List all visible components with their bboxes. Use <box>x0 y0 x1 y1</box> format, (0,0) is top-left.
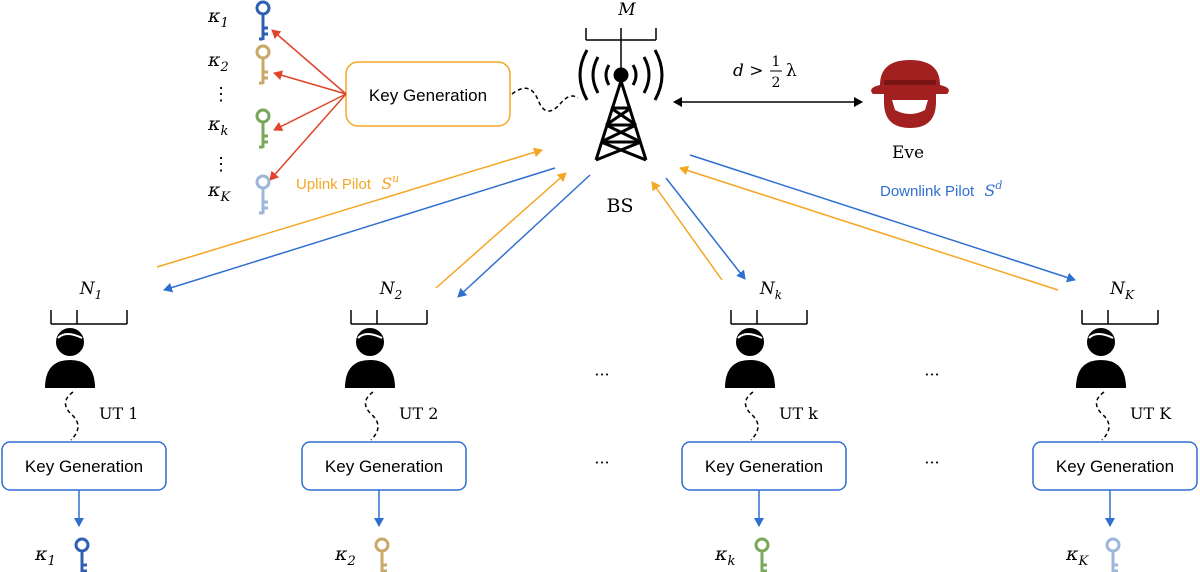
uplink-arrow-ut1 <box>156 147 543 268</box>
ut-key-label: κ1 <box>34 543 56 569</box>
bs-keygen-link <box>511 87 579 112</box>
svg-text:2: 2 <box>772 75 781 91</box>
ut-key-label: κK <box>1065 543 1089 569</box>
svg-text:λ: λ <box>786 61 797 81</box>
bs-keygen-arrows <box>269 29 347 181</box>
ut-4: NK UT K Key Generation κK <box>1032 279 1198 572</box>
ut-dots-2: ··· <box>924 365 939 384</box>
bs-key-generation-box: Key Generation <box>345 61 511 127</box>
ut-1: N1 UT 1 Key Generation κ1 <box>1 279 167 572</box>
ut-antenna-array <box>50 310 128 325</box>
svg-text:d >: d > <box>733 61 764 81</box>
key-icon <box>255 44 271 86</box>
key-icon <box>1105 537 1121 572</box>
bs-key-4: κK <box>207 174 271 216</box>
bs-label: BS <box>607 195 634 217</box>
ut-3: Nk UT k Key Generation κk <box>681 279 847 572</box>
uplink-pilot-label: Uplink Pilot Su <box>296 172 399 193</box>
ut-key-generation-box <box>1 441 167 491</box>
ut-keygen-link <box>1095 391 1110 441</box>
ut-list: N1 UT 1 Key Generation κ1 N2 UT 2 Key Generati… <box>1 279 1198 572</box>
bs-key-1: κ1 <box>207 0 271 42</box>
user-icon <box>344 326 396 389</box>
bs-key-ellipsis-1: ⋮ <box>212 84 230 105</box>
ut-key-generation-label: Key Generation <box>25 457 143 476</box>
tower-icon <box>578 49 664 162</box>
uplink-arrow-utk <box>651 181 723 281</box>
bs-antenna-label: M <box>617 0 636 20</box>
bs-key-label: κk <box>207 113 228 139</box>
ut-key-generation-label: Key Generation <box>1056 457 1174 476</box>
key-icon <box>74 537 90 572</box>
ut-key-generation-label: Key Generation <box>325 457 443 476</box>
downlink-arrow-ut1 <box>163 167 556 293</box>
key-icon <box>255 0 271 42</box>
ut-label: UT K <box>1130 404 1172 423</box>
ut-antenna-array <box>350 310 428 325</box>
downlink-arrow-utK <box>689 154 1076 283</box>
ut-key-generation-box <box>681 441 847 491</box>
ut-label: UT 2 <box>399 404 438 423</box>
distance-condition: d > 1 2 λ <box>733 54 797 91</box>
bs-key-2: κ2 <box>207 44 271 86</box>
ut-key-generation-box <box>1032 441 1198 491</box>
bs-key-label: κ1 <box>207 5 229 31</box>
ut-antenna-label: Nk <box>759 279 782 302</box>
ut-keygen-link <box>64 391 79 441</box>
pilot-arrows <box>156 147 1076 298</box>
uplink-arrow-ut2 <box>435 172 567 289</box>
ut-antenna-label: N1 <box>79 279 103 302</box>
key-icon <box>754 537 770 572</box>
ut-keygen-link <box>744 391 759 441</box>
ut-antenna-label: NK <box>1109 279 1135 302</box>
downlink-arrow-utk <box>665 177 746 280</box>
bs-key-ellipsis-2: ⋮ <box>212 154 230 175</box>
ut-antenna-label: N2 <box>379 279 403 302</box>
user-icon <box>724 326 776 389</box>
ut-dots-1: ··· <box>594 365 609 384</box>
bs-key-label: κK <box>207 179 231 205</box>
ut-dots-4: ··· <box>924 453 939 472</box>
svg-text:1: 1 <box>772 54 781 70</box>
key-icon <box>374 537 390 572</box>
ut-antenna-array <box>730 310 808 325</box>
eve-label: Eve <box>892 143 924 163</box>
bs-antenna-array <box>585 28 657 70</box>
bs-key-label: κ2 <box>207 49 229 75</box>
bs-key-3: κk <box>207 108 271 150</box>
eve-icon <box>871 60 949 128</box>
ut-key-generation-label: Key Generation <box>705 457 823 476</box>
user-icon <box>44 326 96 389</box>
ut-key-label: κk <box>714 543 735 569</box>
ut-label: UT 1 <box>99 404 138 423</box>
ut-antenna-array <box>1081 310 1159 325</box>
ut-keygen-link <box>364 391 379 441</box>
uplink-arrow-utK <box>679 165 1059 291</box>
key-icon <box>255 174 271 216</box>
bs-key-generation-label: Key Generation <box>369 86 487 105</box>
downlink-pilot-label: Downlink Pilot Sd <box>880 179 1002 200</box>
key-icon <box>255 108 271 150</box>
ut-key-generation-box <box>301 441 467 491</box>
user-icon <box>1075 326 1127 389</box>
ut-2: N2 UT 2 Key Generation κ2 <box>301 279 467 572</box>
bs-key-list: κ1 κ2 κk κK <box>207 0 271 216</box>
ut-dots-3: ··· <box>594 453 609 472</box>
ut-label: UT k <box>779 404 818 423</box>
ut-key-label: κ2 <box>334 543 356 569</box>
downlink-arrow-ut2 <box>457 174 591 298</box>
